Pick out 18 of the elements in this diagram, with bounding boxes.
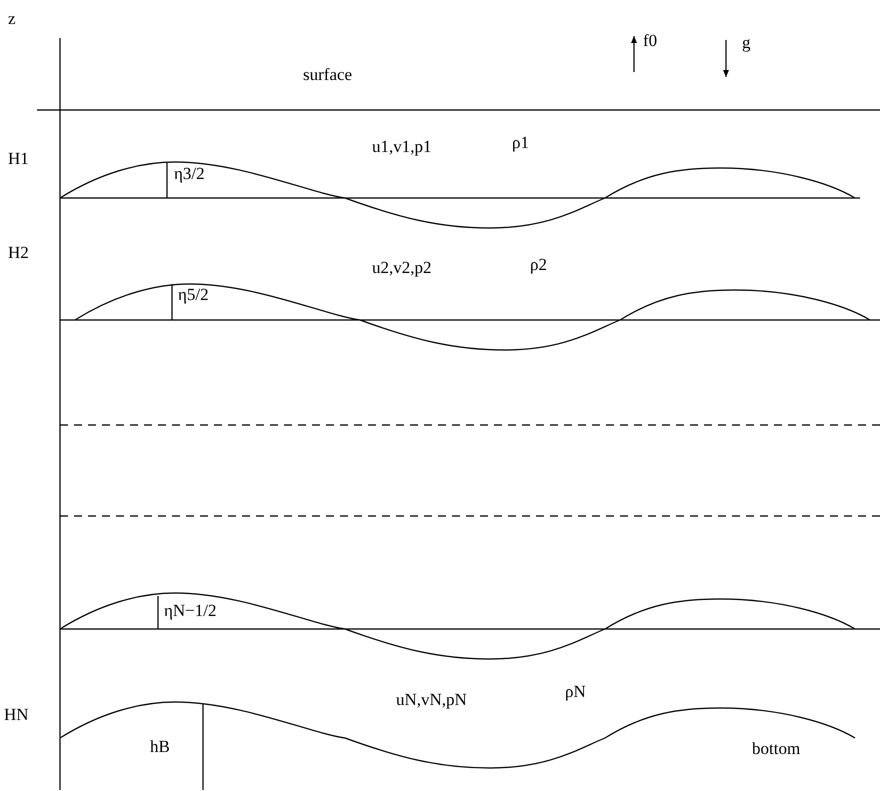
- density-label: ρ2: [530, 256, 547, 273]
- layer-label: HN: [4, 706, 29, 723]
- displacement-label: η5/2: [178, 286, 209, 303]
- depth-label: hB: [150, 738, 170, 755]
- vector-label: g: [742, 34, 750, 51]
- variable-label: uN,vN,pN: [396, 691, 467, 708]
- boundary-label: surface: [303, 66, 352, 83]
- variable-label: u2,v2,p2: [372, 259, 432, 276]
- density-label: ρN: [565, 683, 586, 700]
- axis-label: z: [8, 10, 16, 27]
- density-label: ρ1: [512, 134, 529, 151]
- displacement-label: ηN−1/2: [164, 602, 216, 619]
- layer-label: H2: [8, 244, 29, 261]
- vector-label: f0: [643, 32, 658, 49]
- displacement-label: η3/2: [174, 165, 205, 182]
- variable-label: u1,v1,p1: [372, 138, 432, 155]
- boundary-label: bottom: [752, 740, 800, 757]
- layer-label: H1: [8, 150, 29, 167]
